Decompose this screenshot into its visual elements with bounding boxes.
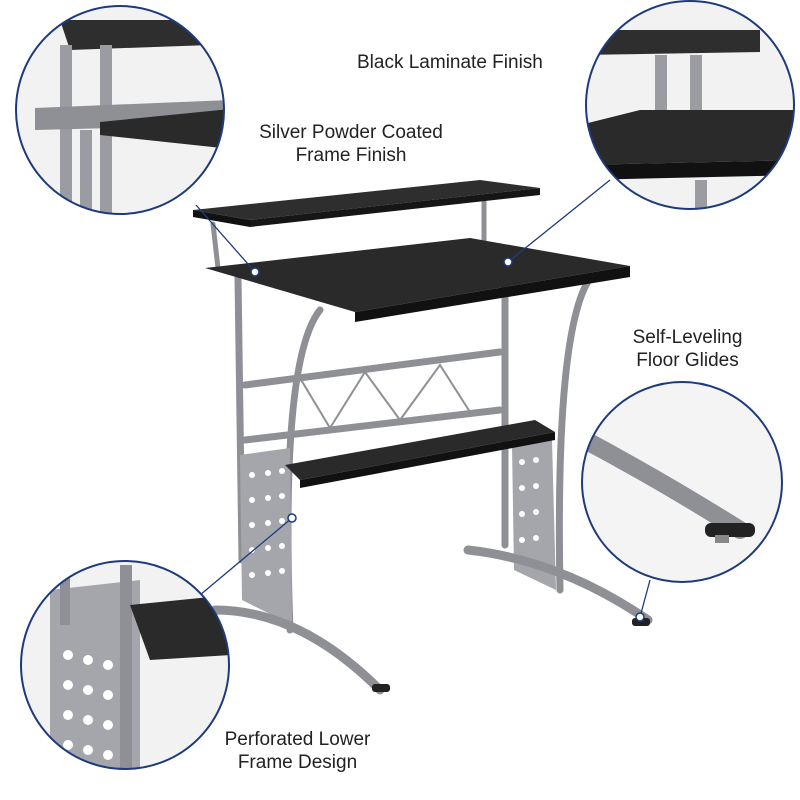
label-line: Perforated Lower xyxy=(224,729,371,750)
desk xyxy=(193,180,653,695)
label-silver-frame: Silver Powder Coated Frame Finish xyxy=(240,121,462,167)
zoom-frame-finish xyxy=(16,6,224,214)
label-line: Frame Finish xyxy=(295,145,407,166)
callout-leaders xyxy=(195,179,651,622)
zoom-laminate xyxy=(586,1,794,209)
label-floor-glides: Self-Leveling Floor Glides xyxy=(615,326,760,372)
label-line: Self-Leveling xyxy=(632,327,743,348)
zoom-perforated xyxy=(21,561,229,769)
label-perforated: Perforated Lower Frame Design xyxy=(205,728,390,774)
label-line: Silver Powder Coated xyxy=(259,122,443,143)
callout-rings xyxy=(15,0,795,770)
zoom-floor-glides xyxy=(582,382,782,582)
label-line: Floor Glides xyxy=(636,350,739,371)
label-line: Frame Design xyxy=(237,752,358,773)
label-black-laminate: Black Laminate Finish xyxy=(357,52,543,73)
